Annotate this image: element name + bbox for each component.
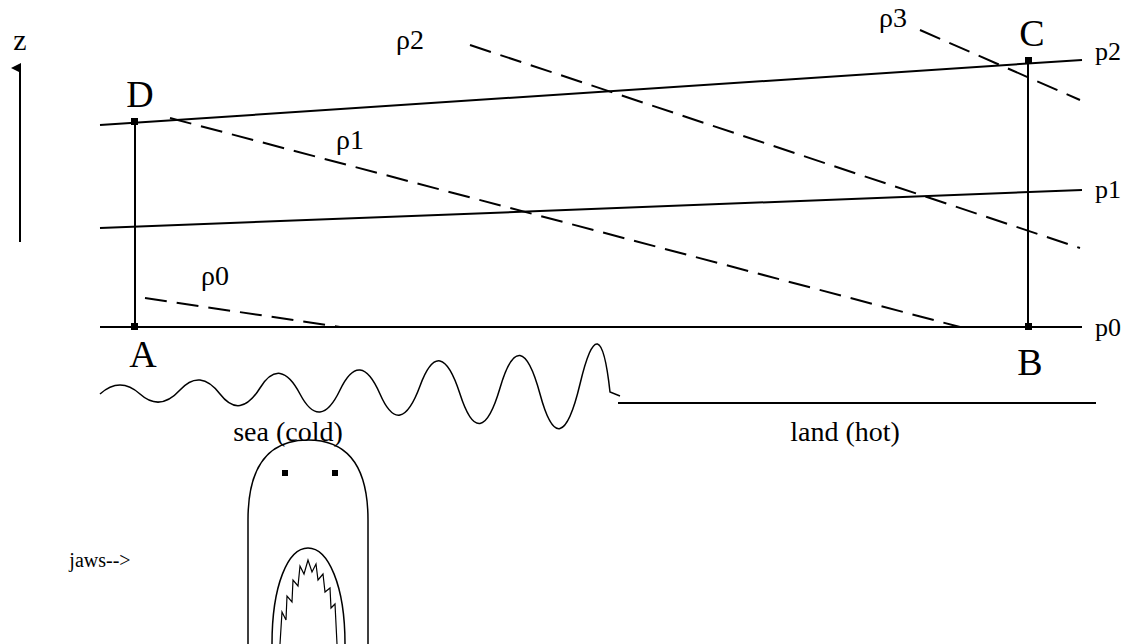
region-label: sea (cold) [233, 418, 343, 446]
point-label: D [126, 75, 153, 113]
axis-label: z [13, 25, 26, 55]
z-axis [19, 68, 21, 242]
point-label: C [1019, 14, 1044, 52]
point-label: A [129, 335, 156, 373]
pressure-label: p0 [1095, 315, 1121, 341]
region-label: land (hot) [790, 418, 900, 446]
isopycnal-rho3 [920, 30, 1080, 100]
isobar-p1 [100, 190, 1082, 228]
circuit-side [134, 122, 136, 327]
isopycnal-rho1 [170, 118, 960, 327]
density-label: ρ1 [336, 126, 364, 154]
isobar-p2 [100, 60, 1082, 125]
density-label: ρ0 [201, 262, 229, 290]
pressure-label: p2 [1095, 39, 1121, 65]
shark-eye [282, 470, 288, 476]
point-label: B [1017, 343, 1042, 381]
isopycnal-rho0 [145, 298, 340, 327]
land-surface [618, 402, 1096, 404]
shark-eye [332, 470, 338, 476]
point-marker [1025, 57, 1032, 64]
shark-mouth [272, 548, 345, 644]
isopycnal-rho2 [470, 45, 1080, 248]
shark-teeth [280, 560, 337, 644]
isobar-p0 [100, 326, 1082, 328]
pressure-label: p1 [1095, 177, 1121, 203]
note-label: jaws--> [69, 550, 130, 570]
sea-surface [100, 344, 620, 429]
shark-head [248, 440, 368, 644]
point-marker [1025, 323, 1032, 330]
point-marker [131, 323, 138, 330]
density-label: ρ3 [879, 4, 907, 32]
density-label: ρ2 [396, 26, 424, 54]
circuit-side [1027, 62, 1029, 327]
point-marker [131, 118, 138, 125]
